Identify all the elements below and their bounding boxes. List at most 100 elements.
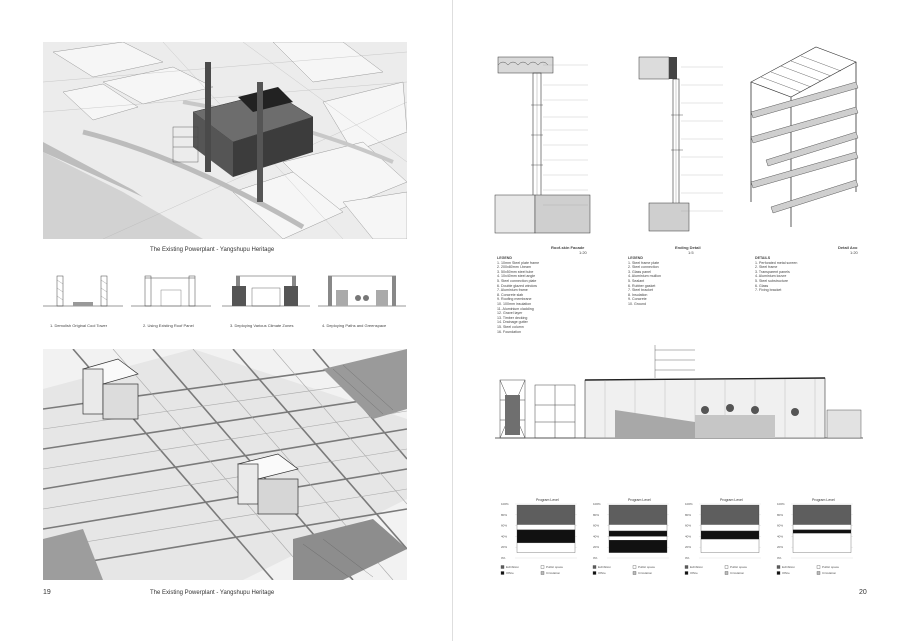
chart-tick-label: 40% — [777, 534, 783, 538]
chart-legend-label: Office — [782, 571, 790, 575]
chart-tick-label: 100% — [685, 502, 693, 506]
diagram-3-caption: 3. Deploying Various Climate Zones — [230, 323, 294, 328]
chart-bar-segment — [700, 530, 760, 540]
legend-item: 4. Aluminium mullion — [628, 274, 661, 279]
chart-tick-label: 100% — [777, 502, 785, 506]
chart-title: Program Level — [536, 498, 559, 502]
chart-legend-label: Circulation — [546, 571, 561, 575]
chart-legend-label: Circulation — [638, 571, 653, 575]
chart-bar-segment — [700, 504, 760, 525]
page-number-left: 19 — [43, 589, 51, 596]
legend-item: 6. Double glazed window — [497, 283, 537, 288]
drawing-1-scale: 1:20 — [579, 250, 587, 255]
chart-legend-swatch — [540, 565, 545, 569]
program-level-charts: Program Level 100% 80% 60% 40% 20% 0% Exhibitio… — [500, 498, 853, 575]
chart-tick-label: 20% — [777, 545, 783, 549]
legend-item: 10. 100mm insulation — [497, 301, 532, 306]
legend-item: 1. 10mm Steel plate frame — [497, 260, 540, 265]
legend-item: 1. Steel frame plate — [628, 260, 660, 265]
ending-detail-drawing — [631, 55, 741, 235]
chart-legend-swatch — [592, 565, 597, 569]
bottom-caption: The Existing Powerplant - Yangshupu Heri… — [150, 590, 275, 596]
chart-legend-label: Circulation — [822, 571, 837, 575]
chart-legend-swatch — [776, 571, 781, 575]
chart-title: Program Level — [812, 498, 835, 502]
chart-legend-swatch — [540, 571, 545, 575]
legend-item: 8. Concrete slab — [497, 292, 524, 297]
chart-legend-swatch — [632, 565, 637, 569]
top-caption: The Existing Powerplant - Yangshupu Heri… — [150, 247, 275, 253]
diagram-3 — [222, 268, 310, 312]
drawing-3-scale: 1:20 — [850, 250, 858, 255]
legend-2-heading: LEGEND — [628, 256, 643, 260]
legend-1-heading: LEGEND — [497, 256, 512, 260]
chart-title: Program Level — [628, 498, 651, 502]
chart-tick-label: 60% — [593, 524, 599, 528]
chart-legend-label: Exhibition — [598, 565, 611, 569]
legend-item: 5. Sealant — [628, 278, 645, 283]
diagram-2-caption: 2. Using Existing Roof Panel — [143, 323, 194, 328]
chart-bar-segment — [516, 542, 576, 553]
diagram-1 — [43, 268, 123, 312]
right-page: Roof-skin Facade 1:20 Ending Detail 1:5 … — [453, 0, 905, 641]
chart-legend-label: Exhibition — [690, 565, 703, 569]
legend-item: 10. Ground — [628, 301, 646, 306]
chart-tick-label: 20% — [685, 545, 691, 549]
chart-legend-label: Exhibition — [782, 565, 795, 569]
chart-title: Program Level — [720, 498, 743, 502]
chart-tick-label: 60% — [685, 524, 691, 528]
chart-legend-swatch — [500, 565, 505, 569]
chart-legend-swatch — [684, 565, 689, 569]
chart-bar-segment — [700, 524, 760, 532]
diagram-2 — [131, 268, 211, 312]
aerial-axonometric-image — [43, 42, 407, 239]
legend-item: 15. Steel column — [497, 324, 524, 329]
legend-item: 5. Steel substructure — [755, 278, 788, 283]
chart-legend-label: Office — [598, 571, 606, 575]
legend-item: 9. Roofing membrane — [497, 297, 532, 302]
legend-item: 7. Aluminium frame — [497, 288, 528, 293]
legend-item: 2. Steel frame — [755, 265, 778, 270]
chart-bar-segment — [792, 504, 852, 525]
long-section-drawing — [495, 340, 863, 445]
chart-tick-label: 80% — [593, 513, 599, 517]
drawing-2-scale: 1:5 — [688, 250, 694, 255]
chart-tick-label: 100% — [501, 502, 509, 506]
diagram-1-caption: 1. Demolish Original Cool Tower — [50, 323, 108, 328]
legend-item: 2. Steel connection — [628, 265, 659, 270]
legend-1: LEGEND 1. 10mm Steel plate frame 2. 200x… — [497, 256, 539, 334]
chart-legend-swatch — [592, 571, 597, 575]
left-page: The Existing Powerplant - Yangshupu Heri… — [0, 0, 452, 641]
chart-legend-swatch — [632, 571, 637, 575]
legend-item: 3. 50x50mm steel tube — [497, 269, 534, 274]
detail-axo-drawing — [746, 42, 866, 234]
chart-tick-label: 20% — [593, 545, 599, 549]
chart-tick-label: 0% — [593, 556, 598, 560]
chart-legend-label: Office — [690, 571, 698, 575]
chart-bar-segment — [700, 538, 760, 553]
legend-item: 8. Insulation — [628, 292, 648, 297]
chart-tick-label: 0% — [501, 556, 506, 560]
legend-item: 1. Perforated metal screen — [755, 260, 798, 265]
chart-legend-swatch — [724, 571, 729, 575]
chart-legend-swatch — [500, 571, 505, 575]
chart-legend-swatch — [816, 571, 821, 575]
legend-item: 16. Foundation — [497, 329, 521, 334]
chart-bar-segment — [608, 540, 668, 553]
legend-item: 5. Steel connection plate — [497, 278, 537, 283]
chart-tick-label: 0% — [685, 556, 690, 560]
chart-bar-segment — [792, 533, 852, 553]
chart-tick-label: 60% — [501, 524, 507, 528]
legend-item: 14. Drainage gutter — [497, 320, 528, 325]
chart-bar-segment — [608, 530, 668, 537]
legend-item: 13. Timber decking — [497, 315, 528, 320]
chart-tick-label: 100% — [593, 502, 601, 506]
legend-2: LEGEND 1. Steel frame plate 2. Steel con… — [628, 256, 661, 307]
legend-item: 2. 200x80mm I-beam — [497, 265, 531, 270]
chart-legend-label: Public space — [638, 565, 655, 569]
chart-bar-segment — [516, 504, 576, 525]
chart-tick-label: 40% — [501, 534, 507, 538]
chart-tick-label: 80% — [685, 513, 691, 517]
chart-legend-label: Circulation — [730, 571, 745, 575]
structure-axonometric-image — [43, 349, 407, 580]
